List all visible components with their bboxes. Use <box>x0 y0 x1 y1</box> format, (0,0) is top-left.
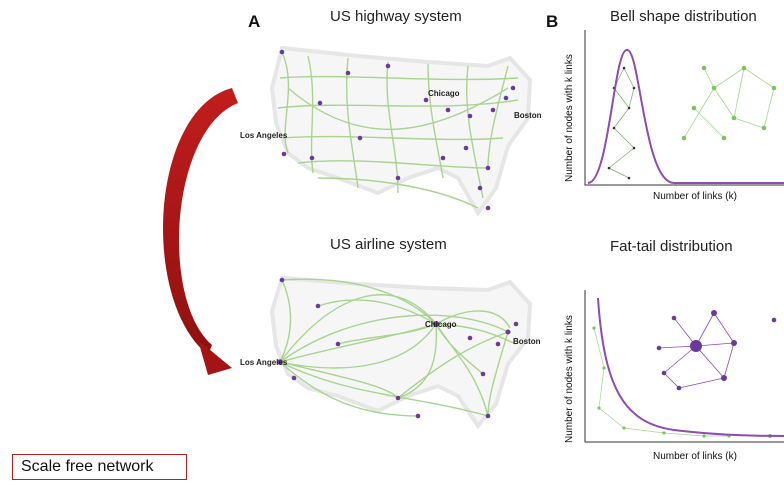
airline-node <box>315 303 321 309</box>
airline-node <box>415 413 421 419</box>
bell-xlabel: Number of links (k) <box>653 191 737 202</box>
highway-node <box>510 85 516 91</box>
panel-b-letter: B <box>546 12 559 31</box>
airline-node <box>480 371 486 377</box>
highway-node <box>477 185 483 191</box>
airline-node <box>395 395 401 401</box>
highway-node <box>385 63 391 69</box>
hub-node <box>690 340 702 352</box>
highway-node <box>309 155 315 161</box>
highway-node <box>357 135 363 141</box>
bell-plot <box>584 30 784 186</box>
fat-tail-xlabel: Number of links (k) <box>653 451 737 462</box>
highway-city-chicago: Chicago <box>428 89 460 98</box>
random-network-node <box>731 115 737 121</box>
highway-city-boston: Boston <box>514 111 542 120</box>
random-network-node <box>701 65 707 71</box>
airline-node-hub <box>277 359 283 365</box>
airline-node <box>467 335 473 341</box>
scale-free-node <box>661 370 667 376</box>
highway-node <box>279 49 285 55</box>
airline-node <box>495 341 501 347</box>
highway-node <box>463 145 469 151</box>
airline-node <box>291 375 297 381</box>
airline-node <box>505 329 511 335</box>
random-network-node <box>741 65 747 71</box>
highway-node <box>490 107 496 113</box>
highway-node <box>467 113 473 119</box>
airline-node <box>513 321 519 327</box>
highway-node <box>445 107 451 113</box>
highway-node <box>485 165 491 171</box>
airline-node <box>485 413 491 419</box>
scale-free-node <box>731 340 737 346</box>
random-network-node <box>721 135 727 141</box>
scale-free-node <box>771 317 777 323</box>
random-network-node <box>711 85 717 91</box>
highway-city-los-angeles: Los Angeles <box>240 131 288 140</box>
airline-city-chicago: Chicago <box>425 320 457 329</box>
highway-node <box>317 100 323 106</box>
scale-free-node <box>676 385 682 391</box>
airline-node <box>335 341 341 347</box>
highway-node <box>423 97 429 103</box>
fat-tail-ylabel: Number of nodes with k links <box>564 315 575 443</box>
scale-free-caption: Scale free network <box>12 454 187 480</box>
highway-node <box>395 175 401 181</box>
scale-free-node <box>721 375 727 381</box>
airline-city-los-angeles: Los Angeles <box>240 358 288 367</box>
highway-node <box>345 70 351 76</box>
bell-ylabel: Number of nodes with k links <box>564 54 575 182</box>
random-network-node <box>761 125 767 131</box>
scale-free-node <box>711 310 717 316</box>
fat-tail-plot <box>584 290 784 443</box>
highway-node <box>485 205 491 211</box>
highway-node <box>503 95 509 101</box>
fat-tail-curve <box>597 297 784 437</box>
airline-node-hub <box>433 321 439 327</box>
fat-tail-title: Fat-tail distribution <box>610 238 733 255</box>
highway-title: US highway system <box>330 8 462 25</box>
bell-title: Bell shape distribution <box>610 8 757 25</box>
random-network-node <box>771 85 777 91</box>
scale-free-node <box>656 345 662 351</box>
random-network-node <box>681 135 687 141</box>
airline-map <box>269 275 533 430</box>
airline-city-boston: Boston <box>513 337 541 346</box>
highway-map <box>269 45 533 217</box>
airline-node <box>279 277 285 283</box>
bell-curve <box>587 48 784 184</box>
highway-node <box>440 155 446 161</box>
scale-free-node <box>671 315 677 321</box>
random-network-node <box>691 105 697 111</box>
highway-node <box>281 151 287 157</box>
airline-title: US airline system <box>330 236 447 253</box>
panel-a-letter: A <box>248 12 261 31</box>
